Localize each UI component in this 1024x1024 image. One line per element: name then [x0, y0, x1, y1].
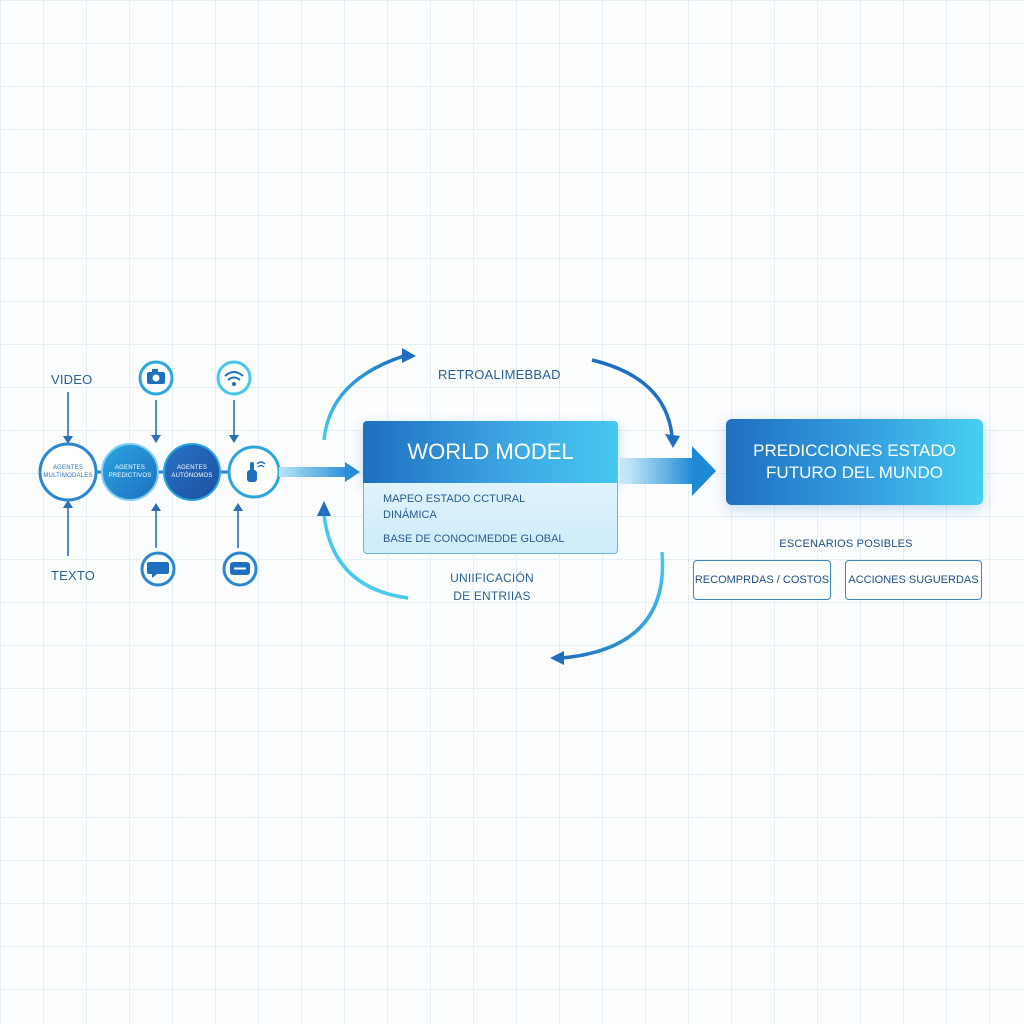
prediction-line-2: FUTURO DEL MUNDO [766, 463, 943, 482]
feedback-arc-bottom-right [550, 551, 665, 665]
input-arrows [63, 392, 243, 556]
chain-to-model-arrow [279, 462, 360, 482]
message-icon [222, 551, 258, 587]
prediction-box: PREDICCIONES ESTADO FUTURO DEL MUNDO [726, 419, 983, 505]
feedback-arc-bottom-left [317, 501, 409, 600]
feedback-arc-top-right [591, 358, 680, 448]
wifi-icon [216, 360, 252, 396]
sensor-hand-icon [247, 461, 266, 482]
feedback-label: RETROALIMEBBAD [438, 367, 561, 382]
scenario-suggested-actions: ACCIONES SUGUERDAS [845, 560, 982, 600]
scenario-rewards-costs: RECOMPRDAS / COSTOS [693, 560, 831, 600]
node-predictive [101, 443, 159, 501]
scenarios-title: ESCENARIOS POSIBLES [779, 538, 913, 550]
node-multimodal [38, 442, 98, 502]
feedback-arc-top-left [322, 348, 416, 441]
world-model-line-dynamics: DINÁMICA [383, 509, 437, 521]
node-chain [38, 442, 281, 502]
world-model-title: WORLD MODEL [363, 421, 618, 483]
chat-bubble-icon [140, 551, 176, 587]
model-to-prediction-arrow [620, 446, 716, 496]
unification-label: UNIIFICACIÓN DE ENTRIIAS [450, 571, 534, 603]
world-model-line-knowledge: BASE DE CONOCIMEDDE GLOBAL [383, 533, 565, 545]
world-model-line-mapping: MAPEO ESTADO CCTURAL [383, 493, 526, 505]
node-autonomous [163, 443, 221, 501]
input-label-video: VIDEO [51, 372, 93, 387]
prediction-line-1: PREDICCIONES ESTADO [753, 441, 956, 460]
world-model-details: MAPEO ESTADO CCTURAL DINÁMICA BASE DE CO… [363, 483, 618, 554]
camera-icon [138, 360, 174, 396]
input-label-text: TEXTO [51, 568, 96, 583]
